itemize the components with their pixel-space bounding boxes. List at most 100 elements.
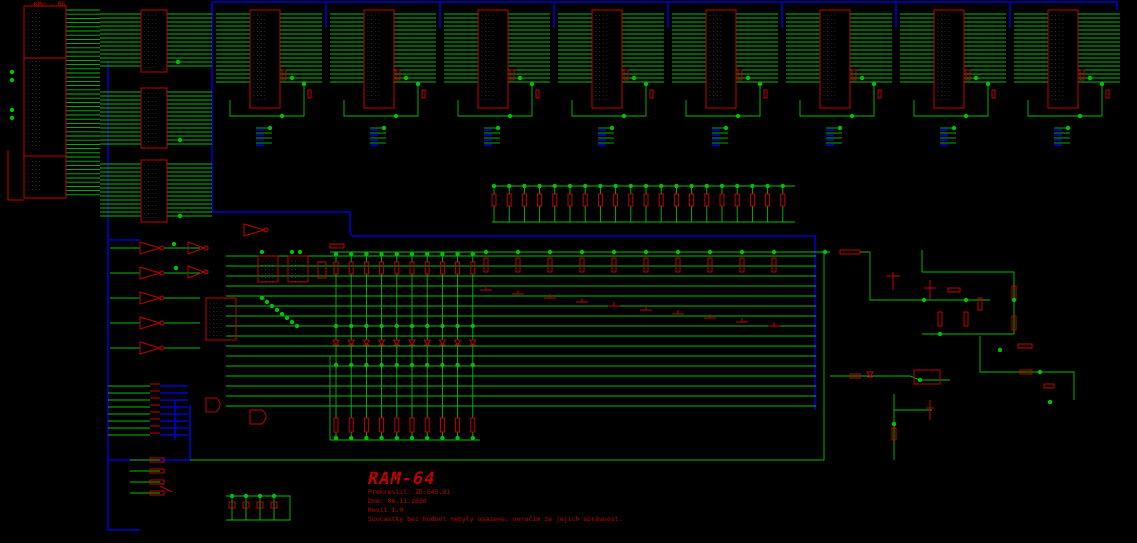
junction-dot bbox=[259, 295, 265, 301]
pin-label: - - - - bbox=[367, 21, 380, 25]
pin-label: - - - - bbox=[823, 89, 836, 93]
resistor bbox=[963, 311, 969, 327]
pin-label: - - - - bbox=[823, 81, 836, 85]
pin-label: - - - - bbox=[823, 61, 836, 65]
transistor bbox=[924, 280, 936, 300]
junction-dot bbox=[765, 183, 770, 189]
capacitor bbox=[270, 501, 278, 509]
junction-dot bbox=[171, 241, 177, 247]
junction-dot bbox=[628, 183, 633, 189]
pin-label: - - - - bbox=[28, 167, 41, 171]
junction-dot bbox=[269, 303, 275, 309]
resistor bbox=[739, 257, 745, 273]
inverter-gate bbox=[139, 266, 162, 280]
junction-dot bbox=[859, 75, 865, 81]
resistor bbox=[329, 243, 345, 249]
pin-label: - - - - bbox=[144, 61, 157, 65]
pin-label: - - - - bbox=[253, 21, 266, 25]
junction-dot bbox=[643, 249, 649, 255]
pin-label: - - - - bbox=[367, 53, 380, 57]
resistor bbox=[737, 69, 743, 81]
pin-label: - - - - bbox=[144, 49, 157, 53]
pin-label: - - - - bbox=[709, 85, 722, 89]
title-line-date: Dne: 06.11.2020 bbox=[368, 497, 427, 505]
resistor bbox=[483, 257, 489, 273]
pin-label: - - - - bbox=[28, 35, 41, 39]
junction-dot bbox=[780, 183, 785, 189]
pin-label: - - - - bbox=[144, 175, 157, 179]
pin-label: - - - - bbox=[709, 45, 722, 49]
resistor bbox=[839, 249, 861, 255]
pin-label: - - - - bbox=[253, 73, 266, 77]
resistor bbox=[707, 257, 713, 273]
diode bbox=[438, 339, 447, 346]
pin-label: - - - - bbox=[481, 57, 494, 61]
junction-dot bbox=[470, 362, 475, 368]
ic-package bbox=[257, 255, 279, 283]
pin-label: - - - - bbox=[1051, 81, 1064, 85]
pin-label: - - - - bbox=[937, 69, 950, 73]
pin-label: - - - - bbox=[709, 25, 722, 29]
resistor bbox=[567, 193, 573, 207]
pin-label: - - - - bbox=[937, 49, 950, 53]
junction-dot bbox=[394, 251, 399, 257]
pin-label: - - - - bbox=[1051, 49, 1064, 53]
resistor bbox=[455, 261, 461, 275]
junction-dot bbox=[279, 311, 285, 317]
pin-label: - - - - bbox=[937, 93, 950, 97]
pin-label: - - - - bbox=[28, 119, 41, 123]
pin-label: - - - - bbox=[367, 69, 380, 73]
ic-package bbox=[140, 9, 168, 73]
pin-label: - - - - bbox=[709, 73, 722, 77]
junction-dot bbox=[757, 81, 763, 87]
pin-label: - - - - bbox=[595, 13, 608, 17]
resistor bbox=[470, 417, 476, 433]
pin-label: - - - - bbox=[144, 207, 157, 211]
junction-dot bbox=[175, 59, 181, 65]
pin-label: - - - - bbox=[481, 69, 494, 73]
pin-label: - - - - bbox=[367, 49, 380, 53]
pin-label: - - - - bbox=[937, 45, 950, 49]
pin-label: - - - - bbox=[937, 89, 950, 93]
resistor bbox=[333, 417, 339, 433]
pin-label: - - - - bbox=[709, 93, 722, 97]
pin-label: - - - - bbox=[709, 69, 722, 73]
junction-dot bbox=[333, 362, 339, 368]
pin-label: - - - - bbox=[253, 89, 266, 93]
pin-label: - - - - bbox=[291, 279, 304, 283]
resistor bbox=[947, 287, 961, 293]
pin-label: - - - - bbox=[144, 139, 157, 143]
pin-label: - - - - bbox=[1051, 53, 1064, 57]
pin-label: - - - - bbox=[823, 69, 836, 73]
pin-label: - - - - bbox=[367, 73, 380, 77]
junction-dot bbox=[229, 493, 235, 499]
pin-label: - - - - bbox=[823, 97, 836, 101]
resistor bbox=[281, 69, 287, 81]
pin-label: - - - - bbox=[261, 271, 274, 275]
junction-dot bbox=[1011, 297, 1017, 303]
inverter-gate bbox=[139, 341, 162, 355]
transistor bbox=[608, 302, 620, 307]
transistor bbox=[512, 290, 524, 295]
junction-dot bbox=[507, 183, 512, 189]
resistor bbox=[765, 193, 771, 207]
pin-label: - - - - bbox=[481, 81, 494, 85]
inverter-gate bbox=[187, 241, 206, 255]
resistor bbox=[379, 261, 385, 275]
ic-package bbox=[205, 297, 237, 341]
pin-label: - - - - bbox=[144, 167, 157, 171]
pin-label: - - - - bbox=[367, 33, 380, 37]
junction-dot bbox=[289, 319, 295, 325]
resistor bbox=[719, 193, 725, 207]
junction-dot bbox=[611, 249, 617, 255]
pin-label: - - - - bbox=[823, 25, 836, 29]
diode bbox=[392, 339, 401, 346]
pin-label: - - - - bbox=[595, 49, 608, 53]
pin-label: - - - - bbox=[937, 17, 950, 21]
pin-label: - - - - bbox=[481, 49, 494, 53]
junction-dot bbox=[455, 251, 460, 257]
resistor bbox=[439, 261, 445, 275]
resistor bbox=[394, 261, 400, 275]
pin-label: - - - - bbox=[481, 93, 494, 97]
junction-dot bbox=[455, 435, 460, 441]
